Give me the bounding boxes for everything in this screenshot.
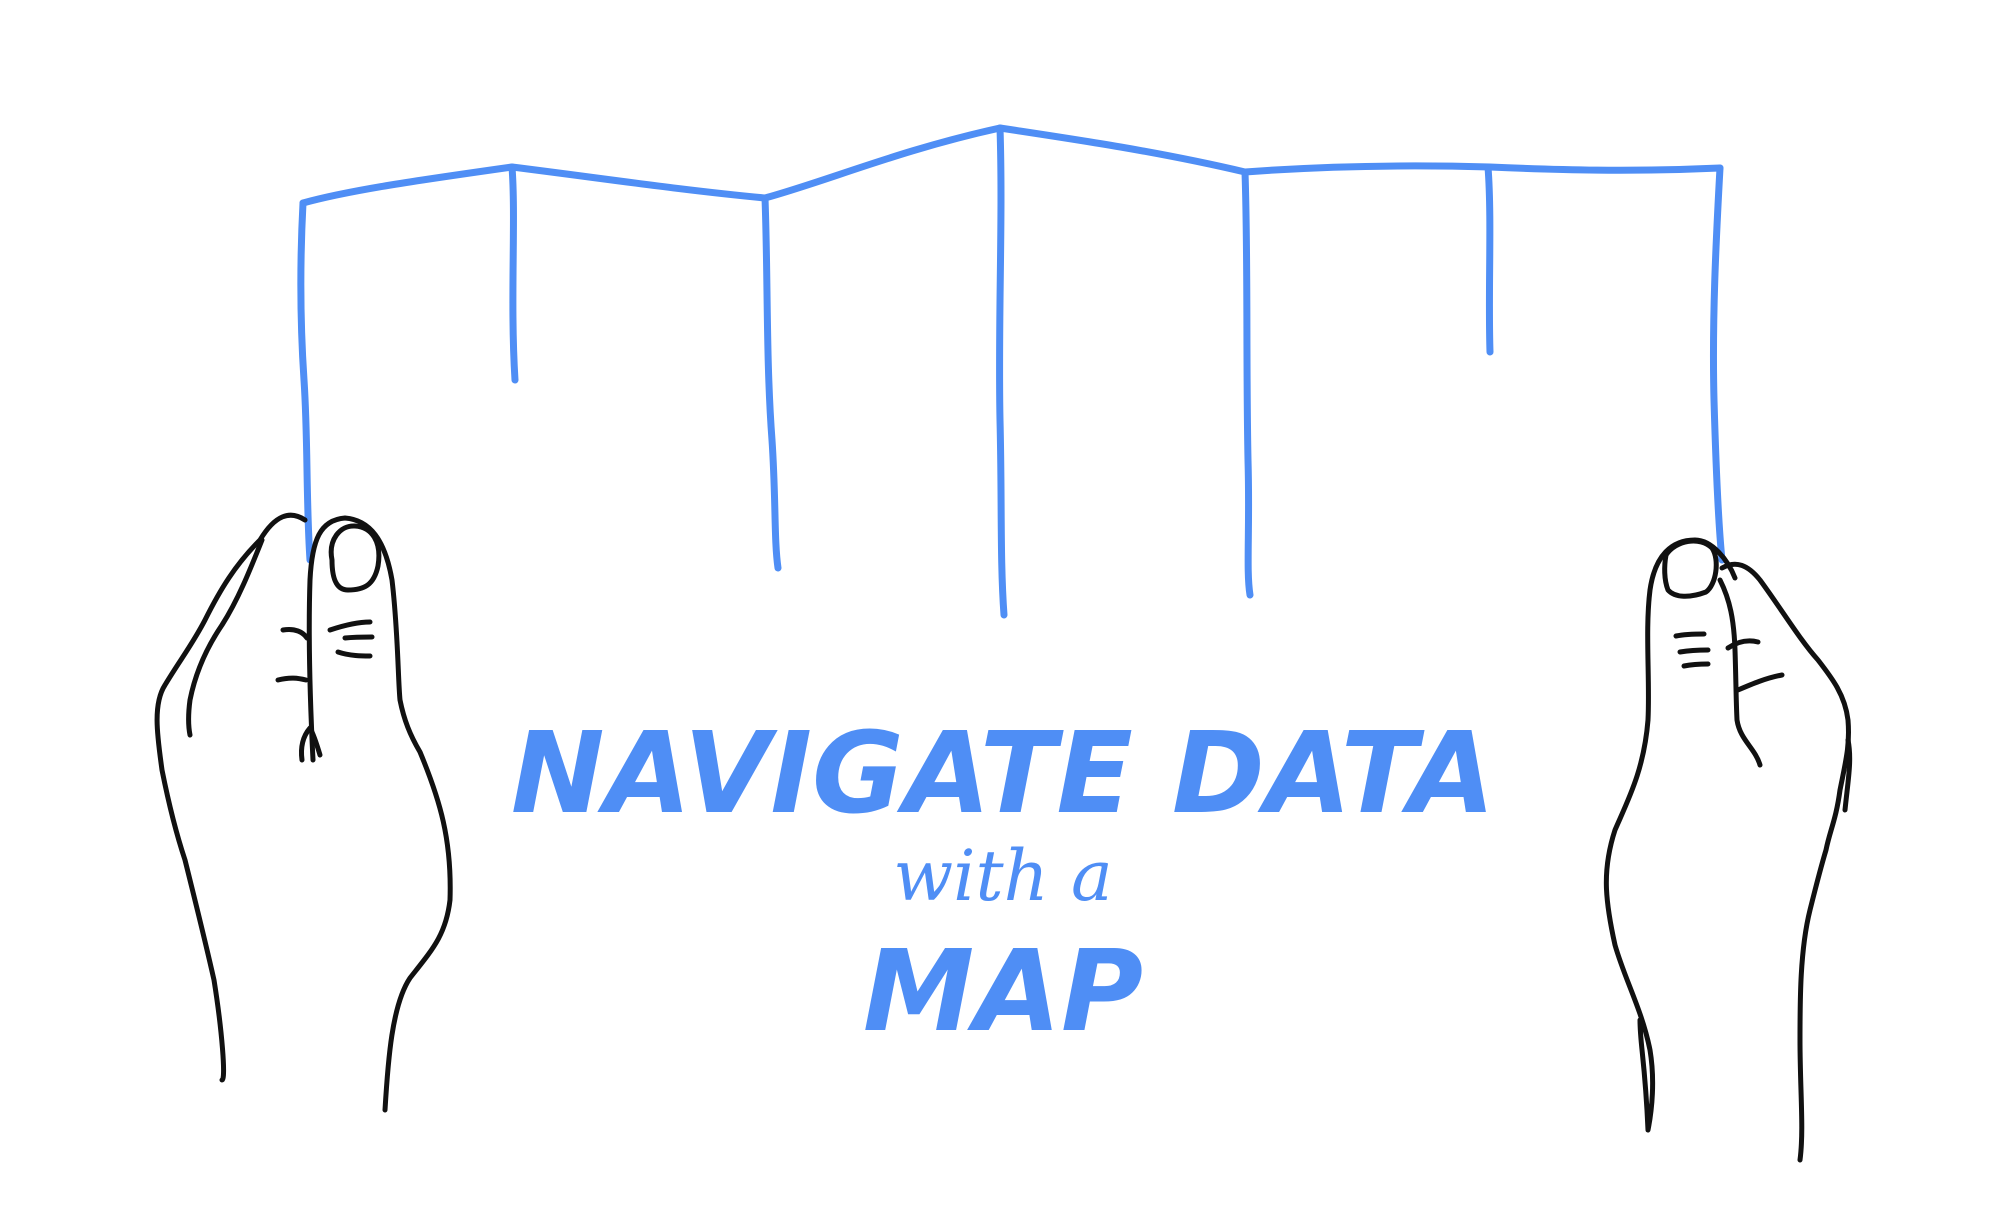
map-fold-4 — [1241, 168, 1254, 599]
map-fold-1 — [508, 163, 519, 384]
title-line-with-a: with a — [893, 835, 1113, 917]
left-knuckle-4 — [342, 634, 375, 641]
title-line-navigate-data: NAVIGATE DATA — [511, 709, 1495, 839]
right-knuckle-2 — [1677, 647, 1711, 655]
map-right-edge — [1709, 164, 1726, 564]
left-hand — [154, 512, 453, 1113]
right-knuckle-5 — [1735, 672, 1785, 693]
left-thumb-outline — [306, 515, 453, 1113]
left-knuckle-5 — [335, 649, 373, 659]
left-knuckle-3 — [327, 619, 373, 633]
left-back-finger — [154, 512, 308, 1083]
right-finger-inner — [1717, 577, 1763, 768]
right-hand — [1603, 537, 1853, 1163]
map-fold-2 — [761, 194, 782, 572]
map-fold-5 — [1484, 163, 1494, 356]
right-back-finger — [1719, 561, 1851, 1163]
right-thumb-outline — [1603, 537, 1738, 1133]
folded-map — [297, 124, 1726, 619]
right-knuckle-1 — [1673, 631, 1707, 639]
right-knuckle-4 — [1725, 638, 1761, 651]
map-left-edge — [297, 199, 314, 564]
right-finger-tip — [1842, 737, 1853, 813]
left-knuckle-1 — [280, 627, 310, 641]
right-knuckle-3 — [1681, 661, 1711, 669]
title-block: NAVIGATE DATA with a MAP — [511, 709, 1495, 1057]
left-thumb-tip — [299, 725, 323, 763]
left-knuckle-2 — [275, 675, 309, 683]
title-line-map: MAP — [863, 927, 1143, 1057]
right-thumbnail — [1662, 538, 1719, 599]
left-finger-inner — [186, 537, 265, 738]
left-thumbnail — [328, 523, 382, 593]
map-fold-3 — [996, 124, 1008, 619]
